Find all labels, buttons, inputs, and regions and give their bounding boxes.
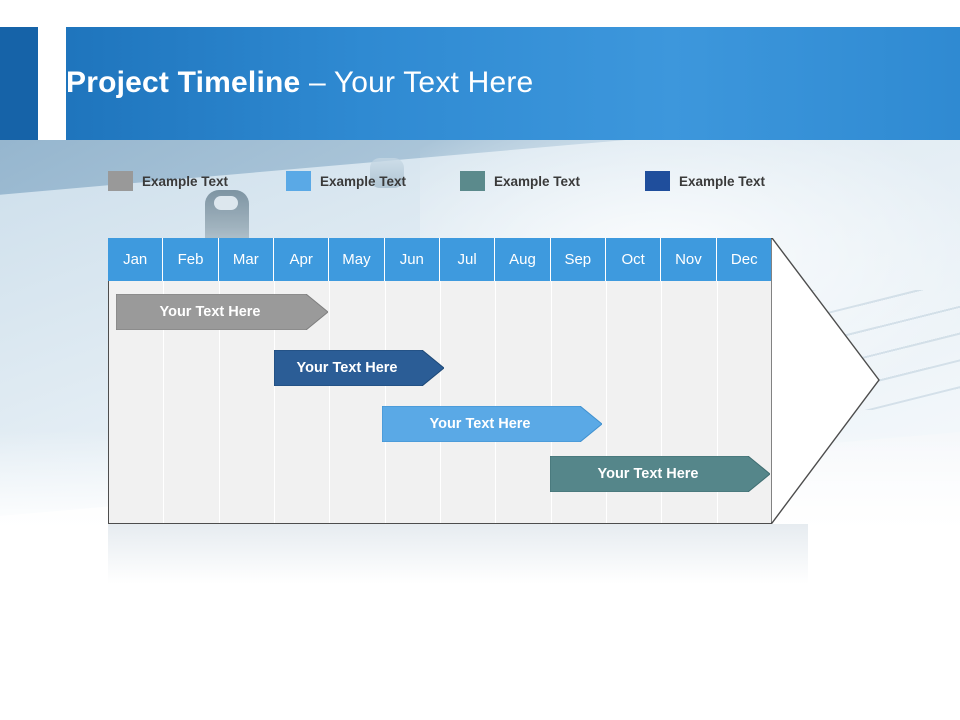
- legend-label-4: Example Text: [679, 173, 766, 189]
- month-cell-jan: Jan: [108, 238, 164, 281]
- slide-bottom-area: [0, 540, 960, 720]
- timeline-bar-4[interactable]: Your Text Here: [550, 456, 770, 492]
- timeline-bar-label-1: Your Text Here: [159, 304, 261, 320]
- legend: Example Text Example Text Example Text Exam…: [108, 170, 868, 194]
- legend-item-4: Example Text: [645, 170, 765, 192]
- timeline-bar-2[interactable]: Your Text Here: [274, 350, 444, 386]
- gridline-3: [274, 281, 275, 523]
- gridline-2: [219, 281, 220, 523]
- title-banner-accent: [0, 27, 38, 140]
- timeline-arrow-head: [771, 238, 881, 524]
- month-cell-feb: Feb: [163, 238, 219, 281]
- month-cell-jun: Jun: [384, 238, 440, 281]
- month-cell-may: May: [329, 238, 385, 281]
- gridline-5: [385, 281, 386, 523]
- timeline-bar-label-4: Your Text Here: [597, 466, 699, 482]
- timeline-bar-label-2: Your Text Here: [296, 360, 398, 376]
- title-banner: [0, 27, 960, 140]
- legend-label-1: Example Text: [142, 173, 229, 189]
- month-cell-nov: Nov: [661, 238, 717, 281]
- month-cell-oct: Oct: [605, 238, 662, 281]
- page-title: Project Timeline – Your Text Here: [66, 60, 866, 108]
- legend-swatch-3: [460, 171, 485, 191]
- timeline-bar-3[interactable]: Your Text Here: [382, 406, 602, 442]
- page-title-separator: –: [308, 66, 334, 99]
- legend-label-2: Example Text: [320, 173, 407, 189]
- gridline-11: [717, 281, 718, 523]
- timeline-bar-shape-4: [550, 456, 770, 492]
- legend-swatch-2: [286, 171, 311, 191]
- month-cell-sep: Sep: [550, 238, 606, 281]
- month-cell-jul: Jul: [439, 238, 496, 281]
- gridline-8: [551, 281, 552, 523]
- timeline-bottom-edge: [108, 523, 772, 524]
- legend-label-3: Example Text: [494, 173, 581, 189]
- timeline-bar-shape-1: [116, 294, 328, 330]
- gridline-6: [440, 281, 441, 523]
- gridline-7: [495, 281, 496, 523]
- timeline-bar-label-3: Your Text Here: [429, 416, 531, 432]
- timeline-bar-shape-2: [274, 350, 444, 386]
- legend-item-1: Example Text: [108, 170, 228, 192]
- legend-item-3: Example Text: [460, 170, 580, 192]
- page-title-rest: Your Text Here: [333, 66, 534, 99]
- photo-skier-distant: [370, 158, 404, 188]
- legend-swatch-4: [645, 171, 670, 191]
- page-title-bold: Project Timeline: [66, 66, 309, 99]
- month-cell-aug: Aug: [495, 238, 551, 281]
- gridline-10: [661, 281, 662, 523]
- month-cell-mar: Mar: [218, 238, 274, 281]
- month-cell-apr: Apr: [273, 238, 330, 281]
- timeline-bar-shape-3: [382, 406, 602, 442]
- legend-item-2: Example Text: [286, 170, 406, 192]
- timeline-bar-1[interactable]: Your Text Here: [116, 294, 328, 330]
- gridline-4: [329, 281, 330, 523]
- timeline-left-edge: [108, 238, 109, 524]
- month-cell-dec: Dec: [716, 238, 772, 281]
- gridline-9: [606, 281, 607, 523]
- legend-swatch-1: [108, 171, 133, 191]
- title-banner-gap: [38, 27, 66, 140]
- gridline-1: [163, 281, 164, 523]
